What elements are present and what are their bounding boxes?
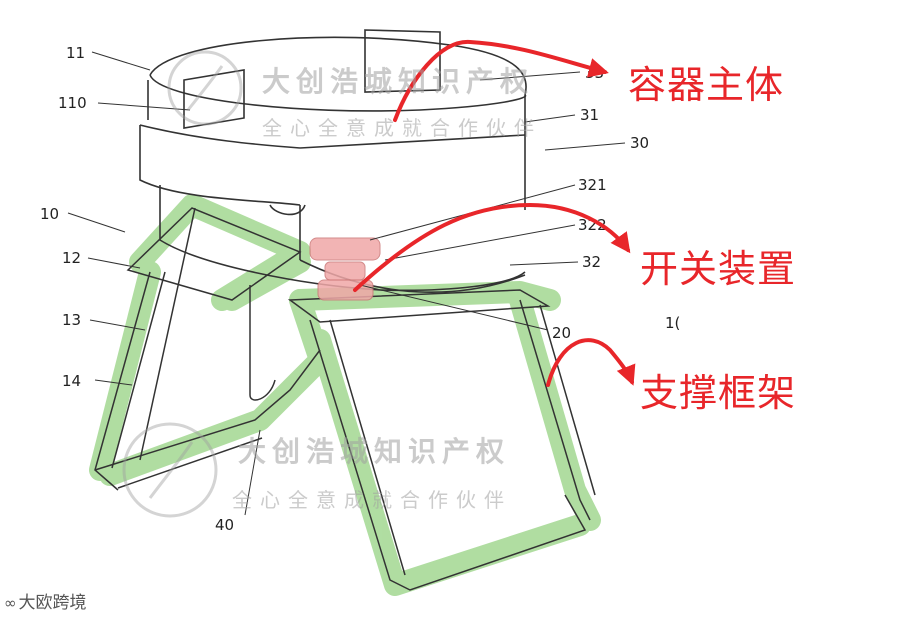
label-switch-device: 开关装置 [640,247,797,291]
watermark-slogan: 全心全意成就合作伙伴 [232,488,512,512]
ref-11: 11 [66,44,85,62]
arrow-switch [353,202,631,292]
ref-110: 110 [58,94,87,112]
ref-322: 322 [578,216,607,234]
arrow-container [393,39,609,122]
label-support-frame: 支撑框架 [640,371,797,415]
annotation-arrows [353,39,636,387]
ref-12: 12 [62,249,81,267]
ref-13: 13 [62,311,81,329]
footer-brand-text: 大欧跨境 [18,593,87,613]
ref-1x: 1( [665,314,680,332]
watermark-text: 大创浩城知识产权 [238,435,511,468]
watermark-text: 大创浩城知识产权 [262,65,535,98]
ref-14: 14 [62,372,81,390]
watermark-slogan: 全心全意成就合作伙伴 [262,116,542,140]
footer-brand: ∞大欧跨境 [4,588,87,613]
support-frame-lines [94,207,596,591]
ref-30: 30 [630,134,649,152]
ref-31: 31 [580,106,599,124]
arrow-frame [546,338,636,387]
watermark-logos [122,50,243,518]
ref-10: 10 [40,205,59,223]
infinity-logo-icon: ∞ [4,594,17,612]
leader-lines [67,51,626,516]
ref-321: 321 [578,176,607,194]
label-container-body: 容器主体 [628,63,785,107]
ref-20: 20 [552,324,571,342]
ref-32: 32 [582,253,601,271]
container-body [139,29,527,294]
ref-40: 40 [215,516,234,534]
